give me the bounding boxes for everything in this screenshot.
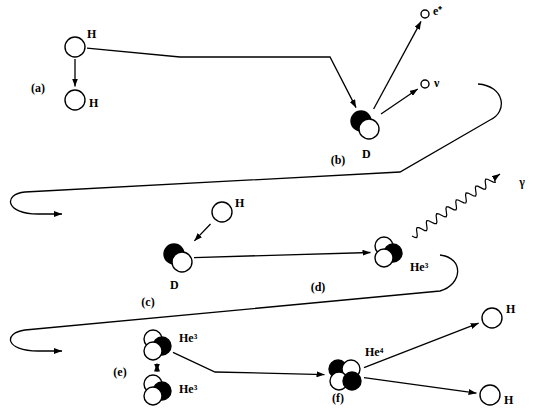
reaction-arrow	[381, 89, 418, 114]
particle-shape	[373, 236, 403, 268]
reaction-arrow	[194, 253, 371, 258]
reaction-arrow	[364, 378, 477, 394]
reaction-arrow	[194, 224, 210, 241]
nucleon	[375, 249, 393, 267]
nucleon	[212, 202, 232, 222]
nucleon	[144, 387, 162, 405]
particle-label: D	[362, 147, 371, 161]
stage-label: (c)	[141, 295, 154, 309]
reaction-arrow	[87, 48, 356, 108]
particle-label: D	[170, 278, 179, 292]
particle-label: H	[506, 302, 515, 316]
helium3-nucleus: He³	[142, 329, 172, 361]
particle-label: H	[235, 196, 244, 210]
particle-shape	[479, 384, 501, 406]
stage-label: (f)	[332, 391, 344, 405]
particle-shape	[350, 110, 380, 140]
lepton-particle: ν	[420, 79, 430, 89]
helium3-nucleus: He³	[142, 374, 172, 406]
nucleon	[172, 252, 192, 272]
nucleon	[343, 372, 361, 390]
process-curve	[10, 84, 501, 214]
proton-particle: H	[211, 201, 233, 223]
particle-shape	[142, 329, 172, 361]
process-curve	[10, 255, 457, 351]
stage-label: (d)	[311, 280, 326, 294]
proton-particle: H	[481, 307, 503, 329]
particle-label: He⁴	[365, 345, 383, 359]
particle-label: H	[504, 393, 513, 407]
particle-shape	[420, 9, 430, 19]
proton-particle: H	[64, 89, 86, 111]
nucleon	[482, 308, 502, 328]
particle-shape	[64, 89, 86, 111]
reaction-arrow	[364, 323, 479, 367]
reaction-arrow	[173, 352, 325, 374]
stage-label: (a)	[31, 81, 45, 95]
nucleon	[421, 10, 429, 18]
particle-label: H	[89, 96, 98, 110]
particle-shape	[481, 307, 503, 329]
helium3-nucleus: He³	[373, 236, 403, 268]
deuteron-particle: D	[350, 110, 380, 140]
stage-label: (e)	[113, 365, 126, 379]
helium4-nucleus: He⁴	[327, 359, 363, 391]
particle-shape	[163, 243, 193, 273]
particle-label: He³	[410, 260, 428, 274]
particle-shape	[64, 36, 86, 58]
stage-label: (b)	[331, 153, 346, 167]
nucleon	[480, 385, 500, 405]
lepton-particle: e⁺	[420, 9, 430, 19]
particle-label: He³	[179, 382, 197, 396]
proton-particle: H	[64, 36, 86, 58]
reaction-arrow	[74, 59, 75, 87]
nucleon	[65, 90, 85, 110]
proton-particle: H	[479, 384, 501, 406]
particle-shape	[327, 359, 363, 391]
particle-shape	[211, 201, 233, 223]
particle-shape	[420, 79, 430, 89]
particle-shape	[142, 374, 172, 406]
nucleon	[359, 119, 379, 139]
particle-label: ν	[434, 76, 439, 90]
deuteron-particle: D	[163, 243, 193, 273]
nucleon	[144, 342, 162, 360]
particle-label: He³	[179, 331, 197, 345]
reaction-arrow	[374, 21, 421, 109]
reaction-arrow	[156, 364, 157, 372]
photon-label: γ	[519, 175, 525, 189]
nucleon	[65, 37, 85, 57]
particle-label: e⁺	[433, 4, 442, 18]
photon-wave	[412, 174, 500, 238]
nucleon	[421, 80, 429, 88]
particle-label: H	[87, 27, 96, 41]
